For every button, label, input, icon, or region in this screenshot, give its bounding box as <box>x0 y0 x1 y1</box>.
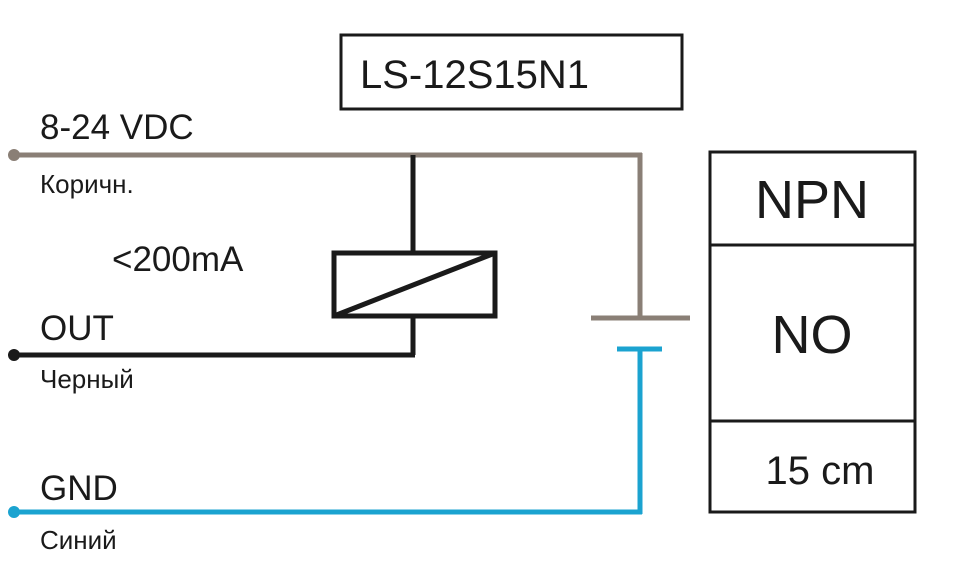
output-wire-color: Черный <box>40 364 134 394</box>
ground-label: GND <box>40 469 118 508</box>
supply-wire <box>8 149 643 318</box>
ground-wire-color: Синий <box>40 525 117 555</box>
spec-table: NPN NO 15 cm <box>708 150 917 514</box>
relay-coil-diagonal <box>333 250 496 319</box>
spec-table-frame <box>708 150 917 514</box>
supply-wire-color: Коричн. <box>40 169 134 199</box>
spec-cable: 15 cm <box>766 449 875 493</box>
model-title-frame <box>339 33 684 111</box>
switch-contact <box>591 315 690 352</box>
model-title-box: LS-12S15N1 <box>339 33 684 111</box>
load-current-label: <200mA <box>112 240 244 279</box>
relay-load-symbol <box>331 250 498 319</box>
model-title: LS-12S15N1 <box>360 53 589 97</box>
output-terminal-dot <box>8 349 20 361</box>
supply-terminal-dot <box>8 149 20 161</box>
spec-contact: NO <box>772 305 853 365</box>
spec-type: NPN <box>755 170 869 230</box>
ground-wire <box>8 349 643 518</box>
output-label: OUT <box>40 309 114 348</box>
ground-terminal-dot <box>8 506 20 518</box>
supply-label: 8-24 VDC <box>40 108 194 147</box>
load-branch-wires <box>8 155 416 361</box>
